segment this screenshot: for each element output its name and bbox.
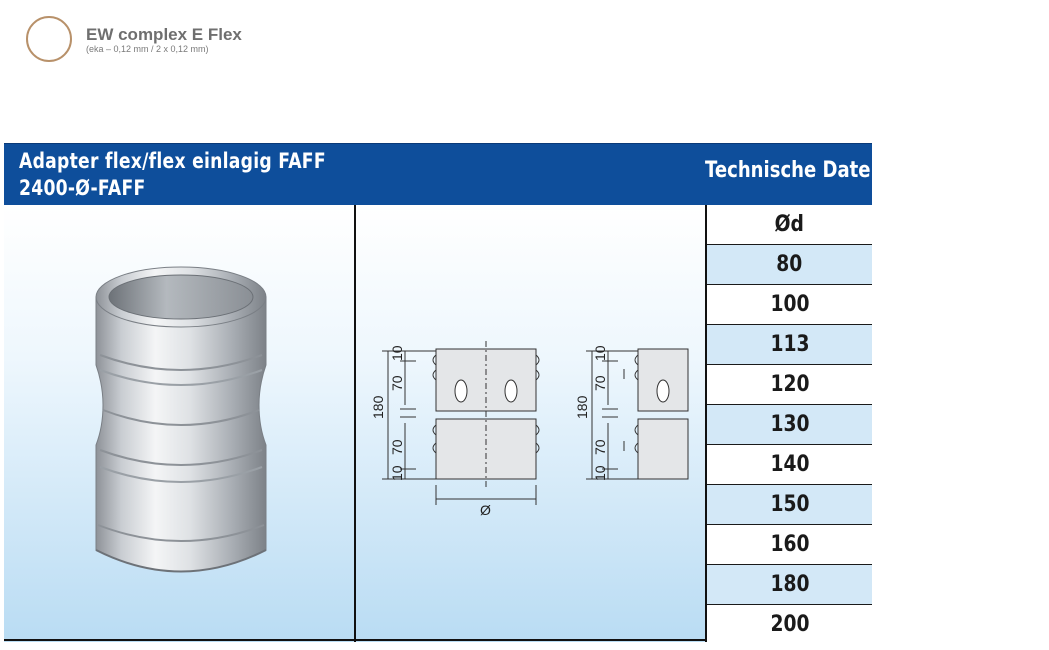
- product-code: 2400-Ø-FAFF: [19, 176, 146, 200]
- table-row: 130: [707, 405, 872, 445]
- table-row: 150: [707, 485, 872, 525]
- diameter-value: 200: [769, 612, 810, 637]
- table-row: 100: [707, 285, 872, 325]
- brand-logo-circle: [26, 16, 72, 62]
- diameter-value: 140: [769, 452, 810, 477]
- table-row: 80: [707, 245, 872, 285]
- diameter-value: 180: [769, 572, 810, 597]
- technical-data-table: Ød 80 100 113 120 130 140 150 160 180 20…: [707, 205, 872, 642]
- table-row: 200: [707, 605, 872, 642]
- dim-lower-right: 70: [592, 439, 608, 455]
- diameter-value: 120: [769, 372, 810, 397]
- dim-bottom-left: 10: [389, 465, 405, 481]
- header-bar: Adapter flex/flex einlagig FAFF 2400-Ø-F…: [4, 143, 872, 206]
- product-photo-panel: [4, 205, 356, 642]
- dim-top-right: 10: [592, 345, 608, 361]
- table-row: 113: [707, 325, 872, 365]
- diameter-value: 80: [776, 252, 803, 277]
- diameter-value: 113: [769, 332, 810, 357]
- dim-upper-left: 70: [389, 375, 405, 391]
- column-header-diameter: Ød: [774, 212, 805, 237]
- diameter-value: 160: [769, 532, 810, 557]
- diameter-value: 130: [769, 412, 810, 437]
- frame-bottom-border: [4, 639, 707, 641]
- adapter-photo: [95, 266, 267, 573]
- dim-diameter: Ø: [480, 502, 491, 518]
- brand-title: EW complex E Flex: [86, 25, 242, 44]
- technical-drawing-panel: 180 70 10 70 10 Ø 180 70 10 70 10: [356, 205, 707, 642]
- dim-total-left: 180: [370, 395, 386, 419]
- diameter-value: 150: [769, 492, 810, 517]
- table-header-row: Ød: [707, 205, 872, 245]
- brand-subtitle: (eka – 0,12 mm / 2 x 0,12 mm): [86, 44, 209, 54]
- dim-top-left: 10: [389, 345, 405, 361]
- technical-data-title: Technische Daten: [705, 158, 872, 183]
- table-row: 160: [707, 525, 872, 565]
- dim-total-right: 180: [574, 395, 590, 419]
- technical-drawing: 180 70 10 70 10 Ø 180 70 10 70 10: [370, 341, 689, 518]
- product-name: Adapter flex/flex einlagig FAFF: [19, 149, 326, 173]
- dim-upper-right: 70: [592, 375, 608, 391]
- table-row: 180: [707, 565, 872, 605]
- dim-bottom-right: 10: [592, 465, 608, 481]
- table-row: 140: [707, 445, 872, 485]
- dim-lower-left: 70: [389, 439, 405, 455]
- table-row: 120: [707, 365, 872, 405]
- product-sheet: Adapter flex/flex einlagig FAFF 2400-Ø-F…: [4, 143, 872, 642]
- diameter-value: 100: [769, 292, 810, 317]
